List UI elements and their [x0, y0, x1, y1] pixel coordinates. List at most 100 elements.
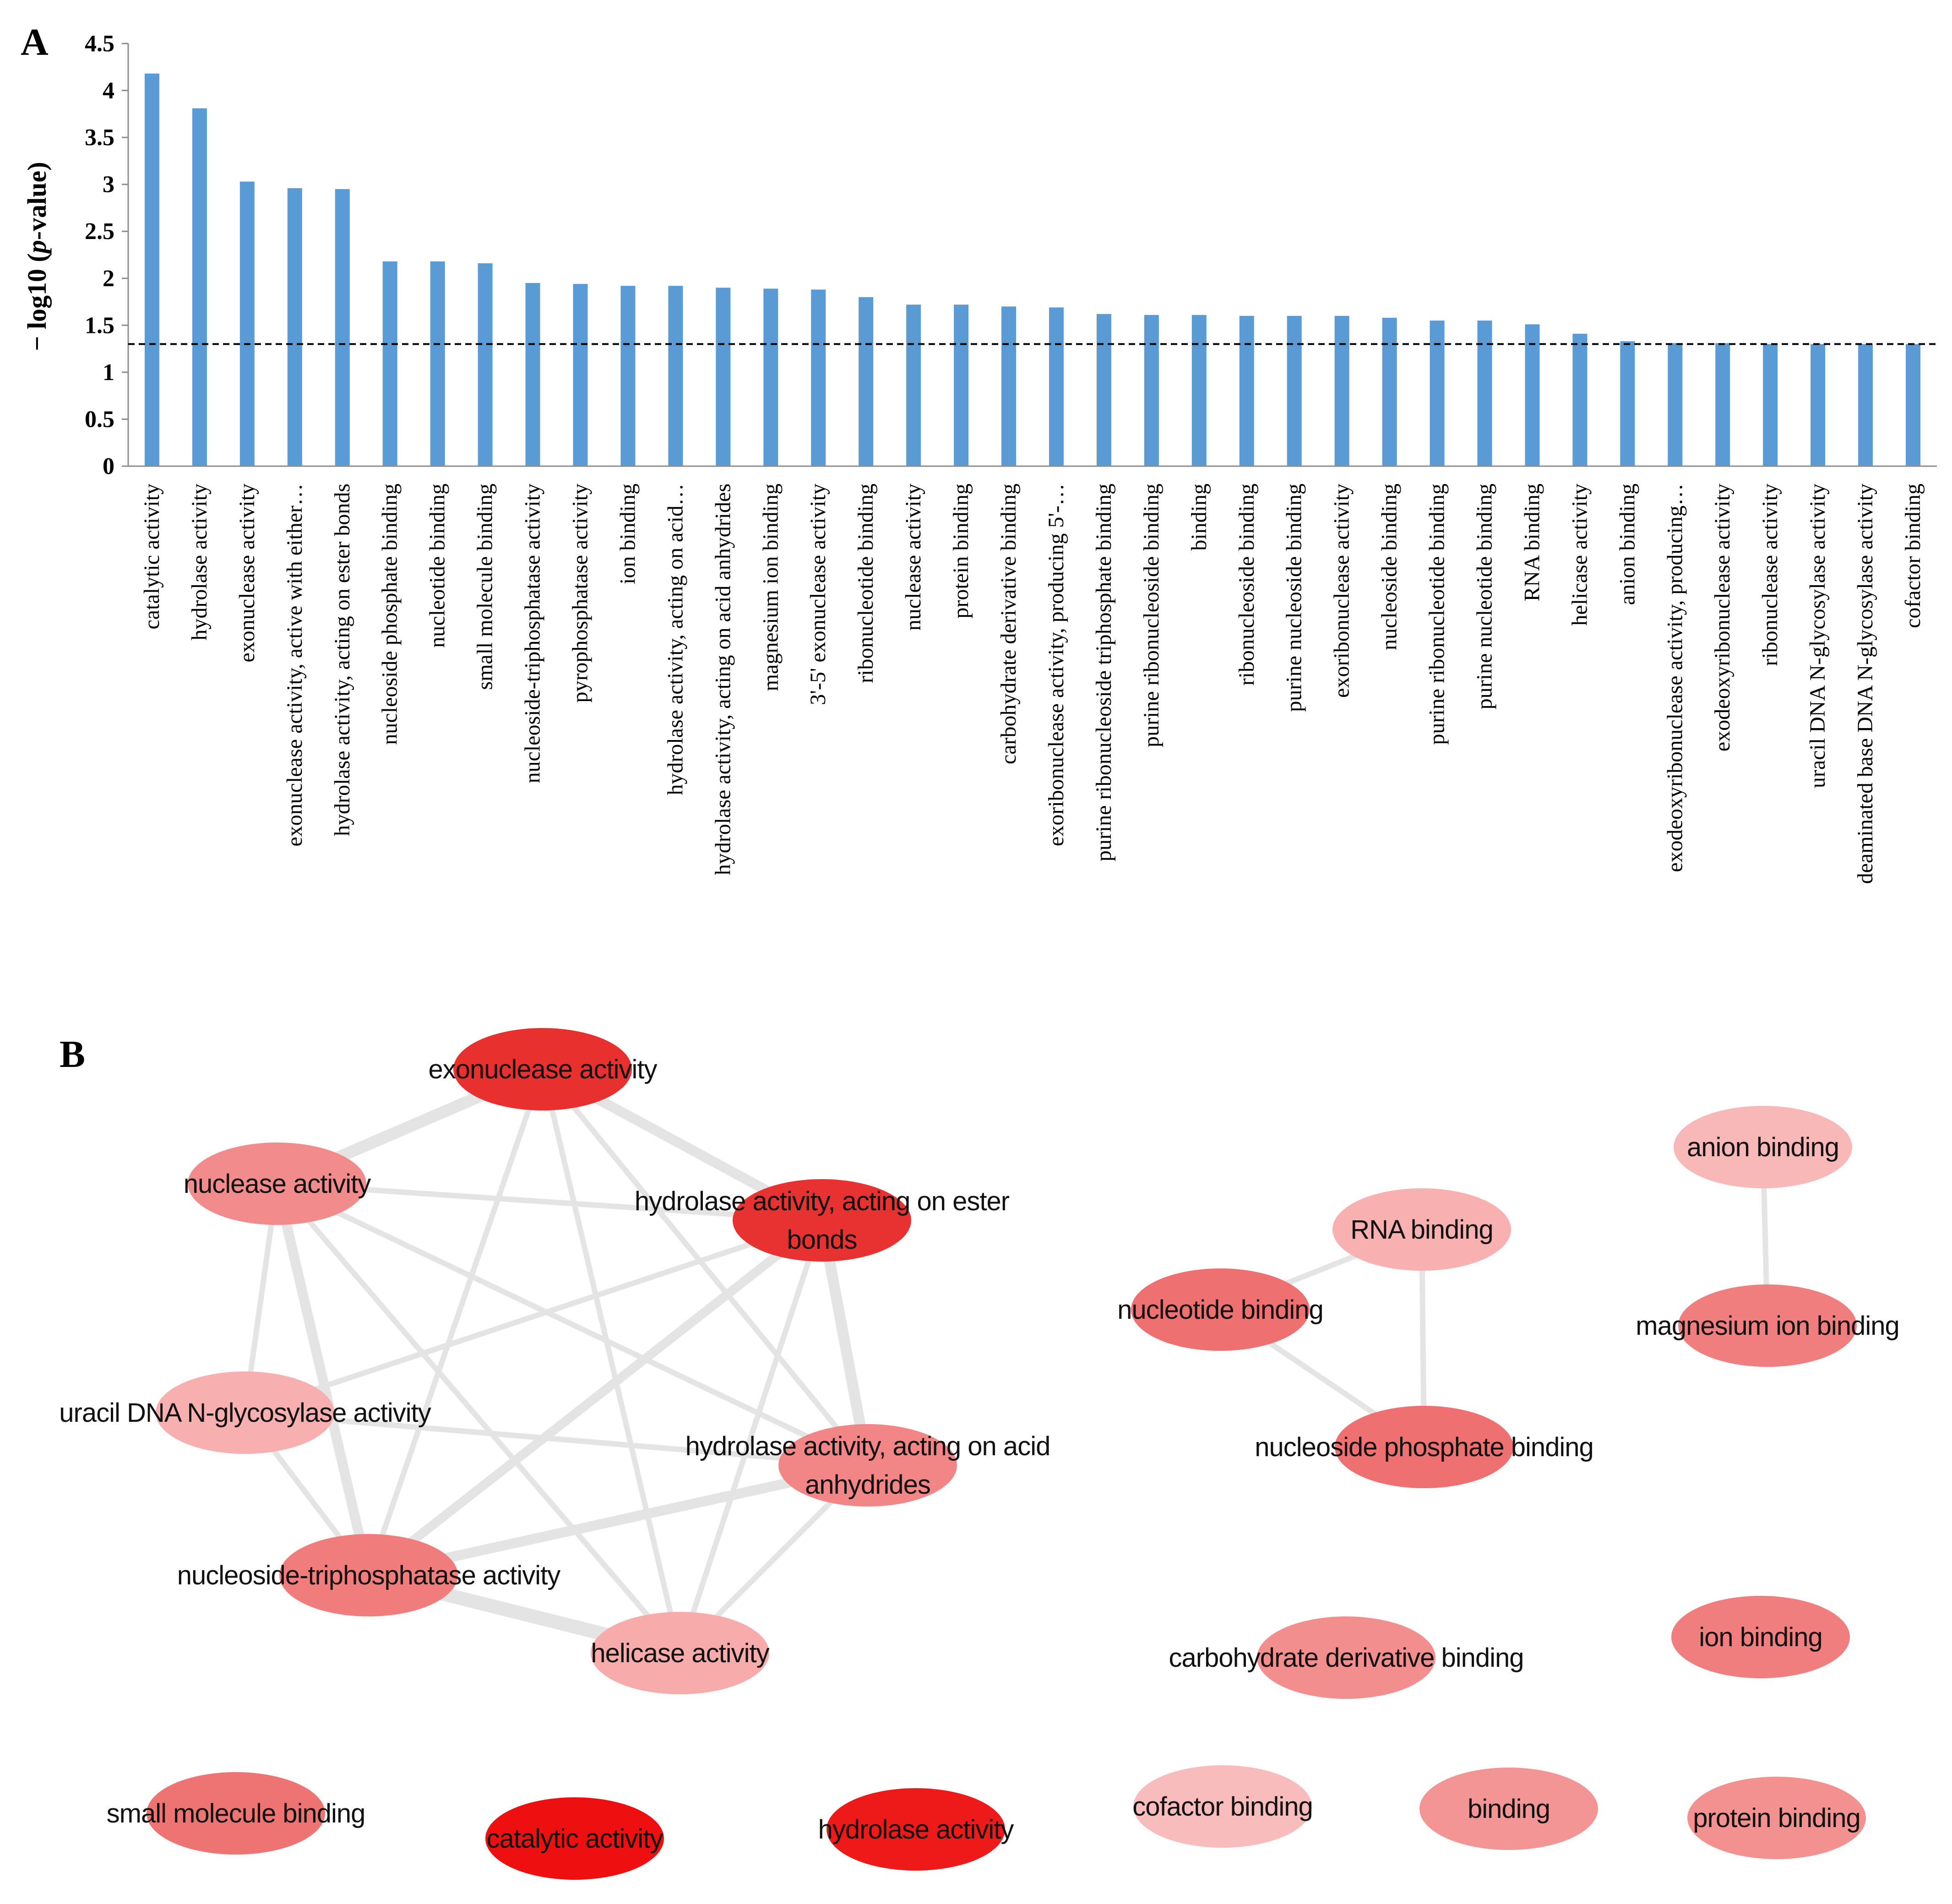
node-label: cofactor binding — [1132, 1792, 1312, 1822]
x-tick-label: ribonucleoside binding — [1234, 484, 1259, 685]
x-tick-label: hydrolase activity — [187, 484, 212, 641]
y-tick-label: 2 — [103, 266, 114, 292]
node-ellipse — [826, 1788, 1005, 1871]
x-tick-label: purine ribonucleotide binding — [1425, 484, 1449, 745]
x-tick-label: ribonuclease activity — [1758, 484, 1782, 666]
network-nodes: exonuclease activity nuclease activity hyd… — [59, 1028, 1900, 1880]
node-label: protein binding — [1693, 1803, 1860, 1833]
bar — [906, 305, 921, 466]
bar — [668, 286, 683, 466]
node-ellipse — [778, 1424, 957, 1507]
y-tick-label: 1.5 — [85, 312, 114, 338]
network-edge — [242, 1218, 825, 1415]
network-node: anion binding — [1674, 1106, 1852, 1188]
node-ellipse — [156, 1371, 334, 1454]
bar — [1477, 321, 1492, 466]
x-tick-label: RNA binding — [1520, 484, 1544, 601]
x-tick-label: exodeoxyribonuclease activity, producing… — [1663, 484, 1687, 872]
x-tick-label: exonuclease activity — [235, 484, 259, 663]
network-node: helicase activity — [591, 1612, 770, 1694]
x-ticks: catalytic activity hydrolase activity exon… — [140, 484, 1925, 884]
bar — [1191, 315, 1207, 466]
bar — [144, 73, 159, 466]
bar — [811, 289, 826, 466]
node-ellipse — [1133, 1765, 1312, 1848]
bar — [1049, 307, 1064, 466]
node-ellipse — [453, 1028, 632, 1110]
y-tick-label: 3.5 — [85, 125, 114, 151]
network-node: magnesium ion binding — [1636, 1284, 1900, 1367]
node-label: uracil DNA N-glycosylase activity — [59, 1398, 431, 1428]
network-node: cofactor binding — [1132, 1765, 1313, 1848]
panel-b-label: B — [60, 1033, 85, 1076]
x-tick-label: catalytic activity — [140, 484, 164, 630]
bar-chart: − log10 (p-value) 00.511.522.533.544.5 c… — [22, 31, 1937, 884]
node-ellipse — [591, 1612, 769, 1694]
network-node: uracil DNA N-glycosylase activity — [59, 1371, 432, 1454]
network-node: nucleoside phosphate binding — [1255, 1406, 1594, 1488]
bar — [620, 286, 636, 466]
x-tick-label: purine nucleotide binding — [1473, 484, 1497, 709]
x-tick-label: exodeoxyribonuclease activity — [1710, 484, 1735, 751]
bar — [1430, 321, 1445, 466]
node-label: hydrolase activity, acting on ester — [635, 1186, 1010, 1216]
node-label: hydrolase activity, acting on acid — [685, 1431, 1050, 1461]
node-ellipse — [1335, 1406, 1513, 1488]
node-label: anion binding — [1687, 1132, 1839, 1162]
x-tick-label: nucleoside phosphate binding — [378, 484, 402, 745]
node-ellipse — [1671, 1596, 1850, 1678]
network-edge — [364, 1216, 826, 1580]
node-label: binding — [1468, 1794, 1550, 1824]
x-tick-label: carbohydrate derivative binding — [996, 484, 1021, 764]
node-ellipse — [1687, 1777, 1866, 1859]
network-edge — [272, 1179, 374, 1580]
x-tick-label: 3'-5' exonuclease activity — [806, 484, 830, 705]
bar — [430, 261, 445, 466]
y-tick-label: 0 — [103, 453, 114, 479]
network-edge — [540, 1066, 683, 1656]
bar — [573, 284, 588, 466]
bar — [1239, 316, 1254, 466]
x-tick-label: protein binding — [949, 484, 973, 619]
node-label: nucleoside-triphosphatase activity — [177, 1561, 560, 1590]
x-tick-label: exoribonuclease activity — [1330, 484, 1354, 698]
y-tick-label: 2.5 — [85, 218, 114, 245]
network-edge — [274, 1181, 683, 1656]
x-tick-label: magnesium ion binding — [758, 484, 783, 691]
x-tick-label: purine nucleoside binding — [1282, 484, 1306, 712]
bar — [287, 188, 302, 467]
x-tick-label: nucleoside-triphosphatase activity — [521, 484, 545, 783]
bar — [525, 283, 540, 466]
bar — [1906, 344, 1921, 466]
bar — [1382, 317, 1397, 466]
y-tick-label: 4 — [103, 78, 114, 104]
network-node: RNA binding — [1332, 1188, 1511, 1271]
network-node: carbohydrate derivative binding — [1169, 1616, 1524, 1699]
node-label: anhydrides — [805, 1470, 930, 1500]
node-label: RNA binding — [1350, 1215, 1493, 1245]
network-node: exonuclease activity — [428, 1028, 658, 1110]
x-tick-label: exoribonuclease activity, producing 5'-… — [1044, 484, 1068, 846]
bar — [192, 108, 207, 466]
network-node: hydrolase activity — [818, 1788, 1014, 1871]
x-tick-label: small molecule binding — [473, 484, 497, 690]
bar — [1715, 343, 1730, 466]
bar — [335, 189, 350, 466]
node-label: nucleotide binding — [1117, 1295, 1323, 1325]
node-ellipse — [279, 1534, 458, 1616]
x-tick-label: ribonucleotide binding — [854, 484, 878, 683]
network-node: catalytic activity — [485, 1797, 664, 1880]
network-node: binding — [1419, 1768, 1598, 1850]
node-label: hydrolase activity — [818, 1815, 1014, 1844]
x-tick-label: purine ribonucleoside binding — [1139, 484, 1164, 747]
node-label: carbohydrate derivative binding — [1169, 1643, 1523, 1673]
y-tick-label: 1 — [103, 359, 114, 386]
network-edge — [242, 1410, 870, 1468]
node-ellipse — [485, 1797, 664, 1880]
network-node: small molecule binding — [107, 1772, 365, 1855]
bar — [1096, 314, 1111, 466]
network-edge — [274, 1181, 825, 1223]
network-node: nuclease activity — [184, 1142, 371, 1225]
